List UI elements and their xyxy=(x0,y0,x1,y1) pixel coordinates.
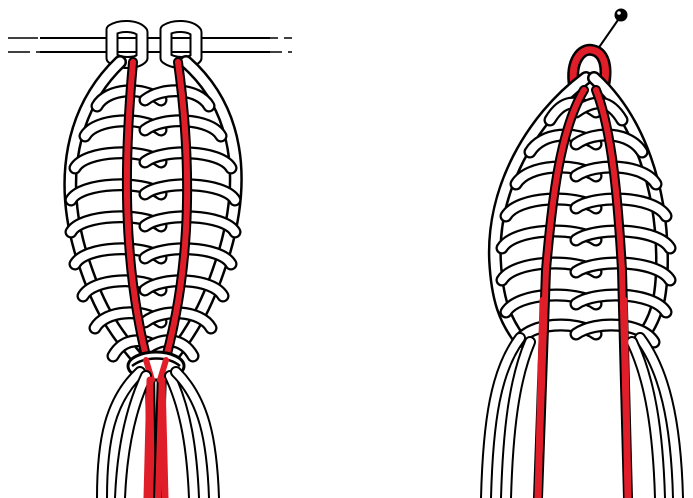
braided-loops-left xyxy=(71,91,235,356)
dowel-rod xyxy=(8,38,292,52)
right-figure xyxy=(486,9,678,498)
left-figure xyxy=(8,26,292,498)
